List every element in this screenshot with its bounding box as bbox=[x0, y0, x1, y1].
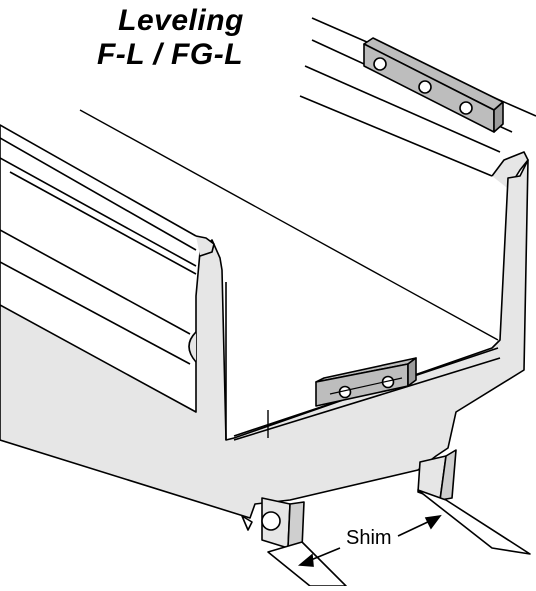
shim-arrows bbox=[297, 514, 442, 567]
shim-right bbox=[417, 489, 531, 555]
title-line-1: Leveling bbox=[118, 4, 244, 37]
support-feet bbox=[241, 449, 457, 549]
title-line-2: F-L / FG-L bbox=[96, 38, 244, 71]
floor-bracket bbox=[315, 357, 417, 407]
leveling-roller bbox=[261, 511, 281, 531]
bracket-hole bbox=[418, 80, 432, 94]
shim-label: Shim bbox=[346, 527, 392, 549]
upper-bracket bbox=[363, 37, 504, 133]
shims bbox=[267, 489, 531, 587]
bracket-hole bbox=[373, 57, 387, 71]
bracket-hole bbox=[459, 101, 473, 115]
interior-lines bbox=[79, 109, 499, 438]
near-wall bbox=[0, 124, 215, 365]
